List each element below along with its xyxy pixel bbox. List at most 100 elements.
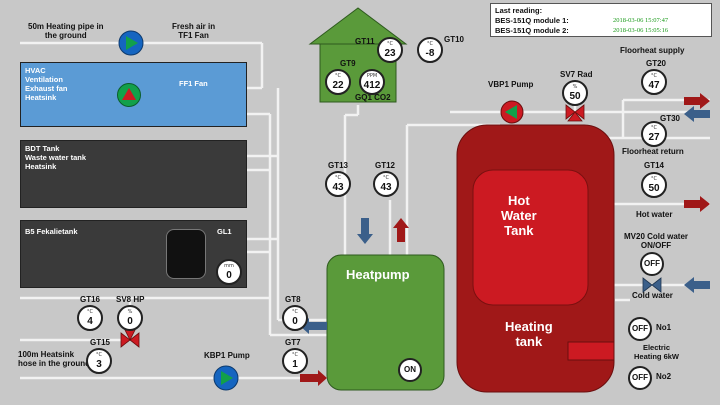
gt11-tag: GT11 [355,37,375,46]
heating-tank-title: Heating tank [505,319,553,349]
b5-label: B5 Fekalietank [25,227,78,236]
gt13-value: 43 [332,182,344,193]
last-reading-panel: Last reading: BES-151Q module 1: 2018-03… [490,3,712,37]
heatpump-toggle-button[interactable]: ON [398,358,422,382]
gl1-unit: mm [224,263,234,269]
gt20-value: 47 [648,80,660,91]
gq1-co2-label: GQ1 CO2 [355,93,391,102]
gt20-tag: GT20 [646,59,667,68]
gt13-unit: °C [335,175,341,181]
gt14-unit: °C [651,176,657,182]
gl1-label: GL1 [217,227,232,236]
gt16-tag: GT16 [80,295,101,304]
mv20-label: MV20 Cold water ON/OFF [624,232,689,251]
module2-time: 2018-03-06 15:05:16 [613,27,669,34]
gt30-unit: °C [651,125,657,131]
mv20-toggle-button[interactable]: OFF [640,252,664,276]
heating-pipe-pump-icon [118,30,144,56]
floorheat-return-label: Floorheat return [622,147,684,156]
vbp1-pump-label: VBP1 Pump [488,80,534,89]
hot-water-tank [472,169,589,306]
gt7-unit: °C [292,352,298,358]
sv7-valve-icon [565,104,585,122]
kbp1-pump-label: KBP1 Pump [204,351,250,360]
gt9-unit: °C [335,73,341,79]
floorheat-supply-label: Floorheat supply [620,46,685,55]
vbp1-pump-icon [500,100,524,124]
gt14-tag: GT14 [644,161,665,170]
sv7-value: 50 [569,91,581,102]
gt16-value: 4 [87,316,93,327]
gt16-unit: °C [87,309,93,315]
sv8-gauge: %0 [117,305,143,331]
gt20-unit: °C [651,73,657,79]
gt15-value: 3 [96,359,102,370]
arrow-up-gt12 [393,218,409,242]
sv8-unit: % [127,309,133,315]
fresh-air-label: Fresh air in TF1 Fan [172,22,216,41]
sv8-hp-label: SV8 HP [116,295,145,304]
arrow-floorheat-return [684,106,710,122]
no2-label: No2 [656,372,672,381]
mv20-valve-icon [642,277,662,293]
flow-arrows [300,93,710,386]
gt11-unit: °C [387,41,393,47]
gt12-tag: GT12 [375,161,396,170]
arrow-floorheat-supply [684,93,710,109]
no1-toggle-button[interactable]: OFF [628,317,652,341]
sv7-rad-label: SV7 Rad [560,70,593,79]
gq1-unit: PPM [366,73,378,79]
electric-heating-label: Electric Heating 6kW [634,343,680,361]
b5-panel: B5 Fekalietank GL1 [20,220,247,288]
gt8-value: 0 [292,316,298,327]
gt10-gauge: °C-8 [417,37,443,63]
sv8-value: 0 [127,316,133,327]
gt9-tag: GT9 [340,59,356,68]
gt11-value: 23 [384,48,396,59]
gt10-tag: GT10 [444,35,465,44]
module1-time: 2018-03-06 15:07:47 [613,17,669,24]
electric-heater [567,341,615,361]
arrow-cold-water [684,277,710,293]
no1-label: No1 [656,323,672,332]
arrow-hot-water [684,196,710,212]
gt14-value: 50 [648,183,660,194]
gt13-tag: GT13 [328,161,349,170]
last-reading-title: Last reading: [495,6,543,15]
hvac-label: HVAC Ventilation Exhaust fan Heatsink [25,66,68,102]
hot-water-label: Hot water [636,210,673,219]
gt30-value: 27 [648,132,660,143]
gt12-value: 43 [380,182,392,193]
gt8-unit: °C [292,309,298,315]
module1-name: BES-151Q module 1: [495,16,569,25]
gl1-value: 0 [226,270,232,281]
gt7-value: 1 [292,359,298,370]
gt30-tag: GT30 [660,114,681,123]
module2-name: BES-151Q module 2: [495,26,569,35]
hot-water-tank-title: Hot Water Tank [501,193,537,238]
gt9-value: 22 [332,80,344,91]
b5-tank-shape [166,229,206,279]
gt15-tag: GT15 [90,338,111,347]
sv7-unit: % [572,84,578,90]
gt7-tag: GT7 [285,338,301,347]
heatpump-title: Heatpump [346,267,410,282]
gt8-tag: GT8 [285,295,301,304]
heating-pipe-label: 50m Heating pipe in the ground [28,22,104,41]
no2-toggle-button[interactable]: OFF [628,366,652,390]
arrow-supply-heatpump [300,370,327,386]
ff1-fan-icon[interactable] [117,83,141,107]
